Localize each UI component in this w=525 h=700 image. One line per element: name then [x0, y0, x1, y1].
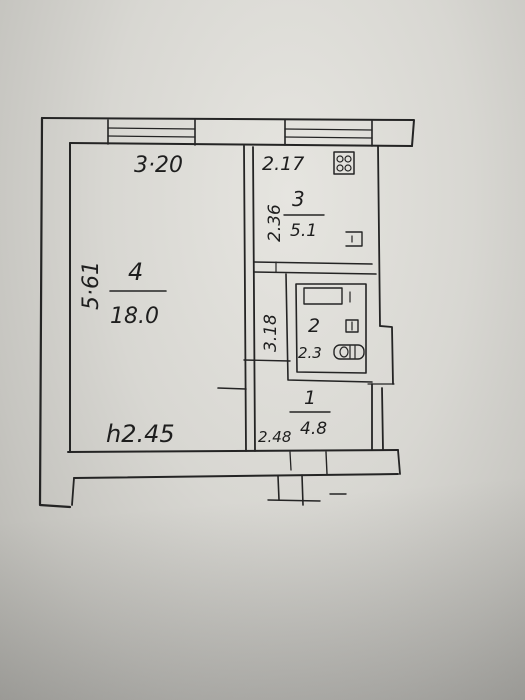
partition-kitchen-bath	[253, 261, 377, 275]
top-wall	[41, 117, 415, 147]
room-1-number: 1	[304, 387, 316, 409]
entrance	[267, 451, 347, 506]
room-3-area: 5.1	[290, 221, 317, 241]
room-1-area: 4.8	[300, 419, 327, 439]
window-left	[107, 119, 196, 146]
bathtub-icon	[303, 287, 351, 305]
bathroom-walls	[285, 273, 373, 383]
room-4-length: 5·61	[79, 261, 104, 310]
window-right	[284, 119, 373, 147]
outer-wall	[38, 116, 401, 509]
right-wall	[367, 145, 395, 451]
stove-icon	[333, 151, 355, 175]
room-4-number: 4	[128, 258, 143, 286]
partition-main	[243, 145, 256, 452]
room-2-area: 2.3	[298, 344, 322, 362]
room-3-width: 2.17	[262, 153, 304, 175]
room-4-width: 3·20	[134, 153, 183, 178]
washbasin-icon	[345, 319, 359, 333]
room-4-height: h2.45	[106, 420, 175, 448]
toilet-icon	[333, 344, 365, 360]
door-marks	[217, 359, 291, 390]
room-1-width: 2.48	[258, 428, 291, 446]
kitchen-sink-icon	[345, 231, 363, 247]
room-4-area: 18.0	[110, 304, 159, 329]
room-2-length: 3.18	[261, 314, 281, 352]
room-3-length: 2.36	[265, 204, 285, 242]
room-2-number: 2	[308, 315, 320, 337]
room-3-number: 3	[292, 187, 305, 211]
